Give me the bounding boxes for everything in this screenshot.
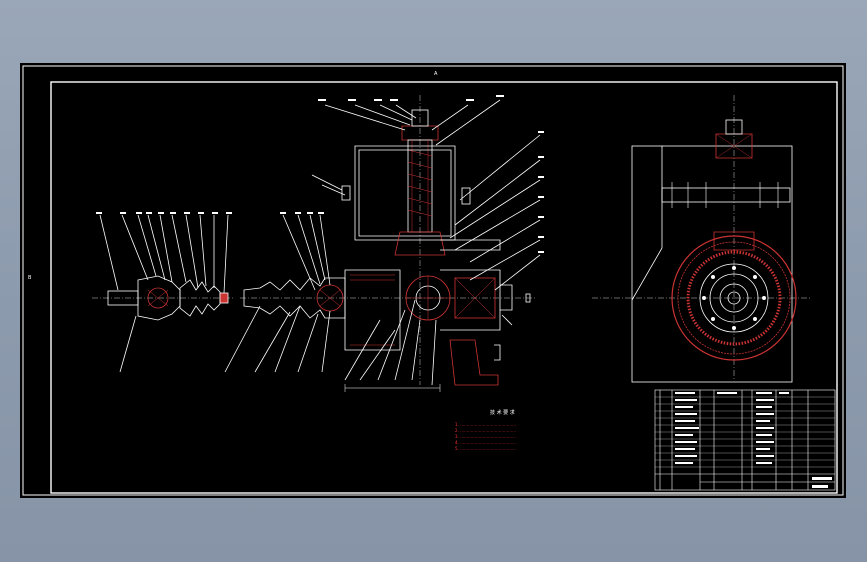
inner-frame [50,81,838,494]
outer-border [22,65,844,496]
notes-line: 3. …………………………………… [455,434,516,439]
title-block [654,389,836,491]
left-shaft-view [92,214,235,373]
notes-line: 2. …………………………………… [455,428,516,433]
right-side-view [592,95,810,383]
notes-line: 4. …………………………………… [455,440,516,445]
notes-line: 5. …………………………………… [455,446,516,451]
top-zone-mark: A [434,71,438,77]
notes-title: 技 术 要 求 [490,409,515,416]
drawing-sheet [20,63,846,498]
technical-notes: 技 术 要 求 1. …………………………………… 2. ……………………………… [455,409,516,451]
center-assembly-view [96,95,544,392]
notes-line: 1. …………………………………… [455,422,516,427]
left-zone-mark: B [28,275,32,281]
